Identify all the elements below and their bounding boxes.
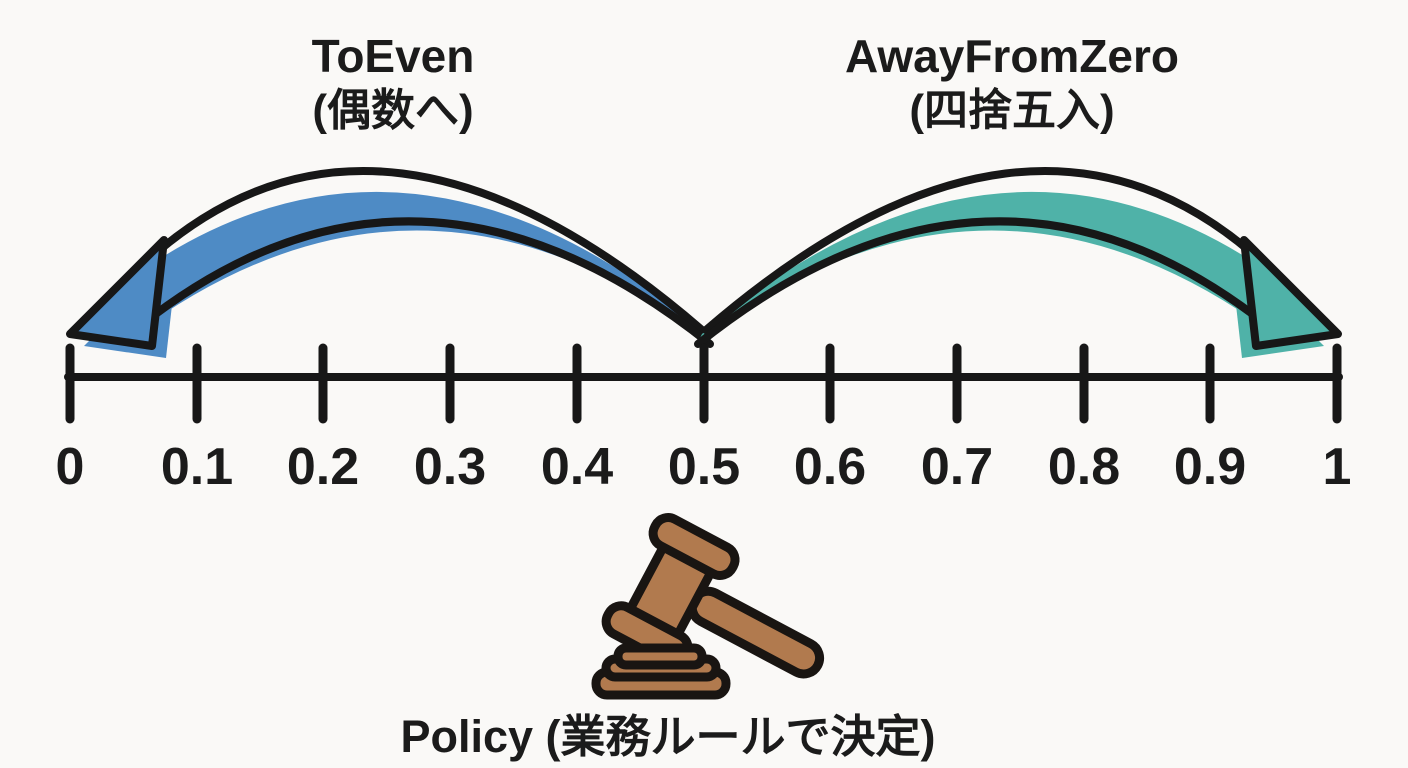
toeven-label: ToEven (偶数へ): [312, 28, 475, 138]
tick-label: 0: [56, 438, 85, 496]
toeven-arc-outline-bottom: [136, 217, 714, 348]
awayfromzero-label: AwayFromZero (四捨五入): [845, 28, 1179, 138]
number-line-labels: 0 0.1 0.2 0.3 0.4 0.5 0.6 0.7 0.8 0.9 1: [56, 438, 1352, 496]
tick-label: 0.5: [668, 438, 740, 496]
policy-label: Policy (業務ルールで決定): [400, 711, 936, 762]
toeven-arrowhead: [66, 236, 168, 350]
tick-label: 0.7: [921, 438, 993, 496]
tick-label: 0.3: [414, 438, 486, 496]
tick-label: 0.6: [794, 438, 866, 496]
number-line: [64, 343, 1343, 424]
awayfromzero-name: AwayFromZero: [844, 30, 1180, 82]
gavel-icon: [591, 513, 825, 700]
tick-label: 0.9: [1174, 438, 1246, 496]
toeven-sublabel: (偶数へ): [312, 86, 474, 136]
tick-label: 0.8: [1048, 438, 1120, 496]
awayfromzero-arc-outline-top: [702, 167, 1264, 334]
toeven-name: ToEven: [311, 30, 475, 82]
toeven-arc-arrow: [66, 167, 714, 358]
awayfromzero-arc-outline-bottom: [694, 217, 1272, 348]
awayfromzero-arc-band: [698, 191, 1306, 342]
tick-label: 0.4: [541, 438, 613, 496]
tick-label: 0.1: [161, 438, 233, 496]
tick-label: 0.2: [287, 438, 359, 496]
toeven-arc-band: [102, 191, 710, 342]
awayfromzero-arrowhead: [1240, 236, 1342, 350]
gavel-sound-block: [591, 643, 731, 700]
toeven-arc-outline-top: [144, 167, 706, 334]
awayfromzero-arc-arrow: [694, 167, 1342, 358]
gavel-head-cap-top: [648, 513, 740, 580]
tick-label: 1: [1323, 438, 1352, 496]
gavel-mallet: [601, 513, 825, 679]
awayfromzero-sublabel: (四捨五入): [909, 86, 1115, 136]
gavel-base-top: [613, 643, 707, 670]
